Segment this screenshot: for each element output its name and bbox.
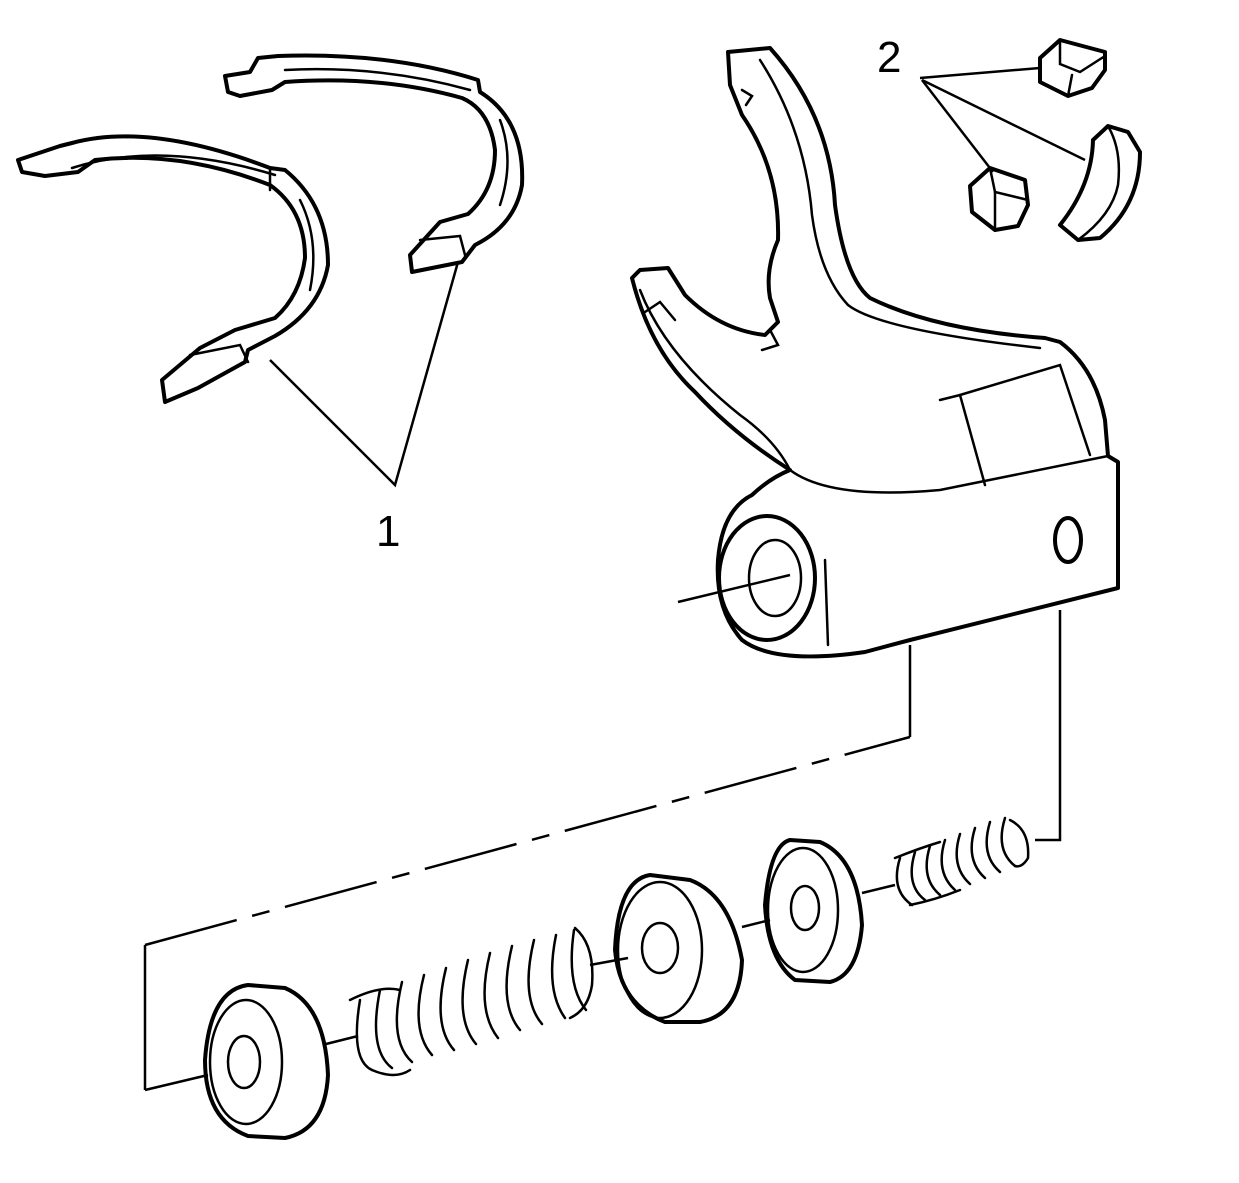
fork-pad-left [16, 134, 330, 404]
detent-end-cap [203, 983, 330, 1140]
insert-curved [1058, 124, 1142, 242]
detent-washer [763, 838, 864, 984]
fork-pad-right [223, 53, 525, 274]
callout-label-2: 2 [877, 33, 901, 82]
insert-top [1038, 38, 1107, 98]
callout-1-leaders [269, 261, 460, 488]
assembly-lines [143, 573, 1062, 1092]
detent-spring-large [348, 926, 594, 1077]
insert-middle [968, 166, 1030, 232]
callout-label-1: 1 [376, 507, 400, 556]
detent-spring-small [893, 816, 1030, 907]
shift-fork [630, 46, 1120, 659]
detent-ball-seat [613, 873, 744, 1024]
callout-2-leaders [919, 66, 1086, 173]
